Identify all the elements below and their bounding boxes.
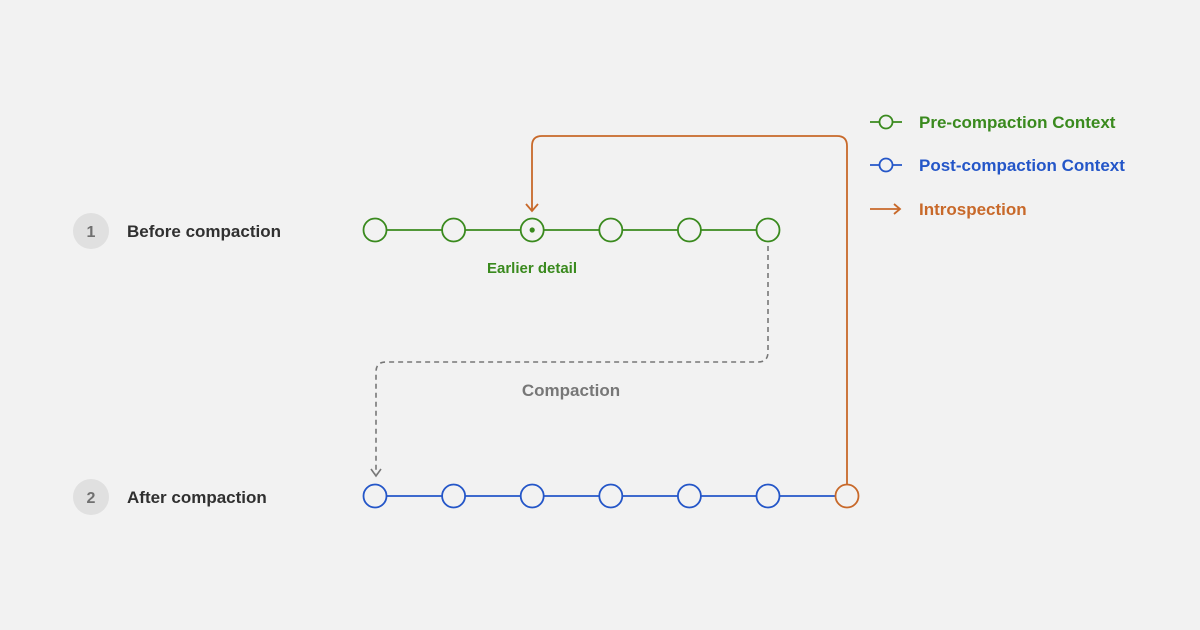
before-node-6	[755, 217, 781, 243]
compaction-connector	[375, 246, 769, 474]
legend-post-label: Post-compaction Context	[919, 156, 1125, 175]
before-node-4	[598, 217, 624, 243]
step-badge-1	[73, 213, 109, 249]
step-number-2: 2	[87, 490, 96, 507]
legend-pre-label: Pre-compaction Context	[919, 113, 1116, 132]
after-node-3	[519, 483, 545, 509]
after-node-6	[755, 483, 781, 509]
before-node-2	[441, 217, 467, 243]
introspection-connector	[531, 135, 848, 484]
after-compaction-chain	[362, 483, 860, 509]
legend-introspection-label: Introspection	[919, 200, 1027, 219]
earlier-detail-marker-icon	[529, 227, 535, 233]
row-before: 1 Before compaction	[73, 213, 281, 249]
row-label-before: Before compaction	[127, 222, 281, 241]
legend: Pre-compaction Context Post-compaction C…	[870, 113, 1125, 219]
before-compaction-chain	[362, 217, 781, 243]
after-node-1	[362, 483, 388, 509]
after-node-2	[441, 483, 467, 509]
step-number-1: 1	[87, 224, 96, 241]
compaction-label: Compaction	[522, 381, 620, 400]
legend-introspection-arrowhead-icon	[893, 203, 902, 215]
legend-post-compaction: Post-compaction Context	[870, 156, 1125, 175]
legend-post-node-icon	[878, 157, 894, 173]
compaction-arrowhead-icon	[370, 468, 382, 478]
row-after: 2 After compaction	[73, 479, 267, 515]
before-node-5	[677, 217, 702, 243]
row-label-after: After compaction	[127, 488, 267, 507]
earlier-detail-label: Earlier detail	[487, 260, 577, 277]
legend-introspection: Introspection	[870, 200, 1027, 219]
after-node-5	[677, 483, 702, 509]
introspection-arrowhead-icon	[525, 203, 539, 213]
step-badge-2	[73, 479, 109, 515]
legend-pre-node-icon	[878, 114, 894, 130]
after-node-4	[598, 483, 624, 509]
before-node-1	[362, 217, 388, 243]
introspection-node-1	[834, 483, 860, 509]
legend-pre-compaction: Pre-compaction Context	[870, 113, 1116, 132]
